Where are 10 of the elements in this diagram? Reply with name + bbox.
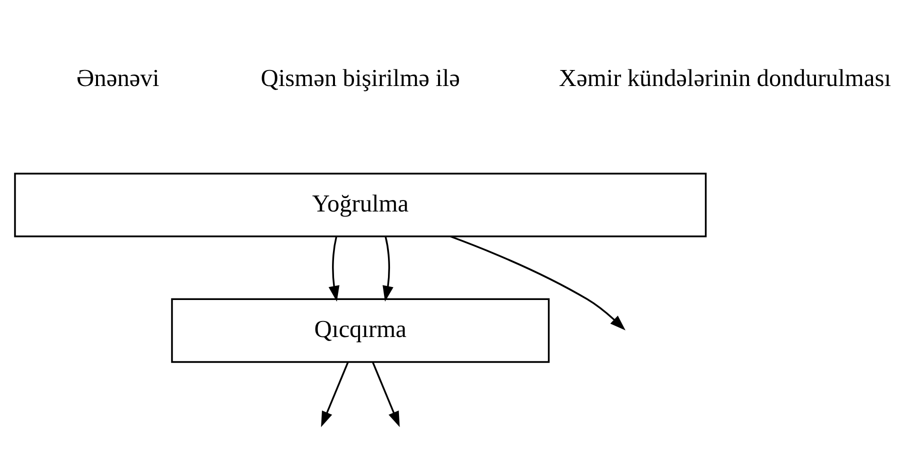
node-box: Qıcqırma <box>171 298 550 362</box>
arrow <box>372 361 400 427</box>
arrow <box>382 236 394 302</box>
node-box: Yoğrulma <box>14 172 707 237</box>
arrow <box>321 361 349 427</box>
label: Xəmir kündələrinin dondurulması <box>558 64 892 92</box>
arrow <box>328 236 340 302</box>
label: Qismən bişirilmə ilə <box>260 64 460 92</box>
label: Ənənəvi <box>76 64 160 92</box>
arrow <box>450 235 626 330</box>
